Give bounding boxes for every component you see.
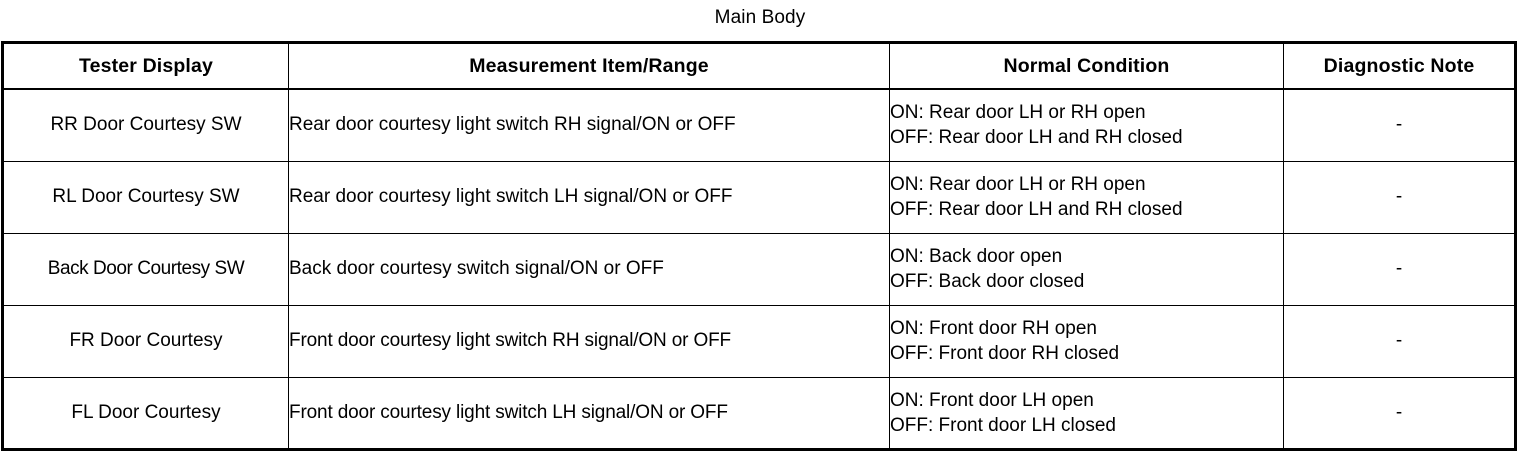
cell-measurement-range: Rear door courtesy light switch LH signa… — [288, 160, 890, 234]
condition-on-line: ON: Back door open — [890, 246, 1063, 267]
spec-table-container: Tester Display Measurement Item/Range No… — [1, 41, 1517, 451]
header-normal-condition: Normal Condition — [889, 42, 1284, 90]
condition-on-line: ON: Rear door LH or RH open — [890, 102, 1146, 124]
cell-tester-display: RL Door Courtesy SW — [2, 160, 289, 234]
table-row: RL Door Courtesy SW Rear door courtesy l… — [2, 160, 1516, 234]
condition-off-line: OFF: Rear door LH and RH closed — [890, 127, 1183, 149]
condition-off-line: OFF: Rear door LH and RH closed — [890, 199, 1183, 220]
condition-off-line: OFF: Back door closed — [890, 271, 1085, 292]
cell-normal-condition: ON: Rear door LH or RH open OFF: Rear do… — [889, 160, 1284, 234]
cell-normal-condition: ON: Rear door LH or RH open OFF: Rear do… — [889, 88, 1284, 162]
data-list-table: Tester Display Measurement Item/Range No… — [1, 41, 1517, 451]
cell-tester-display: Back Door Courtesy SW — [2, 232, 289, 306]
condition-on-line: ON: Rear door LH or RH open — [890, 174, 1146, 195]
cell-diagnostic-note: - — [1283, 376, 1516, 450]
cell-normal-condition: ON: Front door RH open OFF: Front door R… — [889, 304, 1284, 378]
table-row: Back Door Courtesy SW Back door courtesy… — [2, 232, 1516, 306]
cell-measurement-range: Front door courtesy light switch RH sign… — [288, 304, 890, 378]
table-header: Tester Display Measurement Item/Range No… — [2, 42, 1516, 90]
condition-on-line: ON: Front door RH open — [890, 318, 1097, 339]
cell-diagnostic-note: - — [1283, 232, 1516, 306]
cell-normal-condition: ON: Front door LH open OFF: Front door L… — [889, 376, 1284, 450]
header-diagnostic-note: Diagnostic Note — [1283, 42, 1516, 90]
cell-diagnostic-note: - — [1283, 304, 1516, 378]
cell-diagnostic-note: - — [1283, 88, 1516, 162]
header-tester-display: Tester Display — [2, 42, 289, 90]
condition-off-line: OFF: Front door RH closed — [890, 343, 1120, 364]
cell-diagnostic-note: - — [1283, 160, 1516, 234]
page-title: Main Body — [714, 7, 806, 28]
cell-tester-display: FR Door Courtesy — [2, 304, 289, 378]
table-row: FL Door Courtesy Front door courtesy lig… — [2, 376, 1516, 450]
cell-tester-display: RR Door Courtesy SW — [2, 88, 289, 162]
table-row: RR Door Courtesy SW Rear door courtesy l… — [2, 88, 1516, 162]
cell-measurement-range: Back door courtesy switch signal/ON or O… — [288, 232, 890, 306]
condition-on-line: ON: Front door LH open — [890, 389, 1094, 411]
table-row: FR Door Courtesy Front door courtesy lig… — [2, 304, 1516, 378]
cell-normal-condition: ON: Back door open OFF: Back door closed — [889, 232, 1284, 306]
header-row: Tester Display Measurement Item/Range No… — [2, 42, 1516, 90]
cell-measurement-range: Front door courtesy light switch LH sign… — [288, 376, 890, 450]
cell-measurement-range: Rear door courtesy light switch RH signa… — [288, 88, 890, 162]
header-measurement-item-range: Measurement Item/Range — [288, 42, 890, 90]
cell-tester-display: FL Door Courtesy — [2, 376, 289, 450]
condition-off-line: OFF: Front door LH closed — [890, 414, 1116, 436]
table-body: RR Door Courtesy SW Rear door courtesy l… — [2, 88, 1516, 450]
